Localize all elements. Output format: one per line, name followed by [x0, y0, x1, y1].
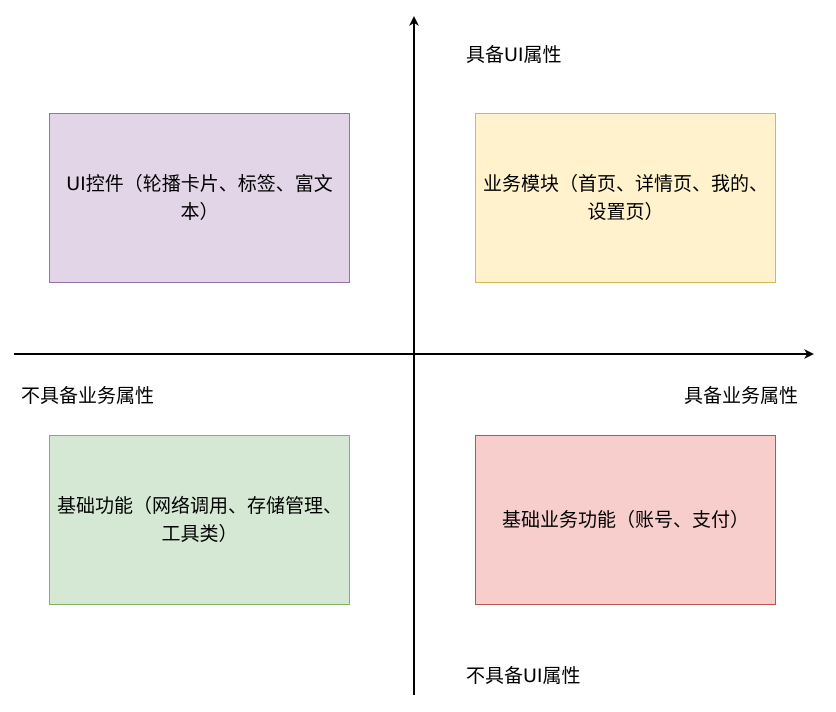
right-axis-label: 具备业务属性 — [684, 385, 799, 407]
quadrant-business-modules: 业务模块（首页、详情页、我的、设置页） — [475, 113, 776, 283]
quadrant-basic-functions-text: 基础功能（网络调用、存储管理、工具类） — [56, 495, 342, 545]
quadrant-business-modules-text: 业务模块（首页、详情页、我的、设置页） — [482, 173, 768, 223]
bottom-axis-label: 不具备UI属性 — [466, 665, 581, 687]
quadrant-ui-controls-text: UI控件（轮播卡片、标签、富文本） — [66, 173, 333, 223]
quadrant-basic-business-functions: 基础业务功能（账号、支付） — [475, 435, 776, 605]
left-axis-label: 不具备业务属性 — [21, 385, 155, 407]
quadrant-basic-business-functions-text: 基础业务功能（账号、支付） — [501, 509, 749, 531]
top-axis-label: 具备UI属性 — [466, 44, 562, 66]
quadrant-ui-controls: UI控件（轮播卡片、标签、富文本） — [49, 113, 350, 283]
quadrant-basic-functions: 基础功能（网络调用、存储管理、工具类） — [49, 435, 350, 605]
